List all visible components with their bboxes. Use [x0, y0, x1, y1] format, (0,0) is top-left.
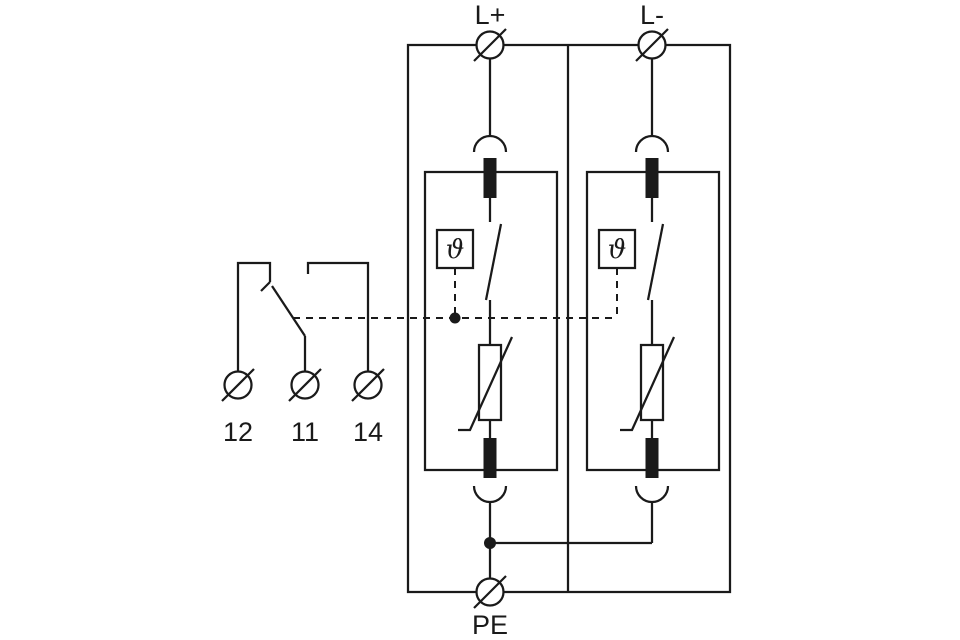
terminal-slash-14 [351, 368, 385, 402]
terminal-l-plus: L+ [473, 0, 507, 62]
terminal-slash-l-plus [473, 28, 507, 62]
terminal-slash-pe [473, 575, 507, 609]
contact-moving-blade [271, 285, 306, 337]
pe-junction-dot [484, 537, 496, 549]
terminal-label-l-minus: L- [640, 0, 664, 30]
terminal-aux-11: 11 [288, 368, 322, 447]
changeover-contact [236, 261, 370, 372]
disconnect-switch-blade-left [484, 223, 503, 301]
protection-path-left: ϑ [423, 59, 559, 578]
contact-branch-12 [236, 261, 272, 372]
varistor-stroke-right [620, 336, 676, 432]
terminal-label-l-plus: L+ [475, 0, 506, 30]
terminal-label-pe: PE [472, 610, 508, 640]
terminal-aux-12: 12 [221, 368, 255, 447]
terminal-label-11: 11 [291, 417, 319, 447]
terminal-pe: PE [472, 575, 508, 640]
terminal-label-14: 14 [353, 417, 383, 447]
terminal-slash-11 [288, 368, 322, 402]
terminal-label-12: 12 [223, 417, 253, 447]
terminal-slash-12 [221, 368, 255, 402]
contact-blade-bottom-right [645, 438, 659, 478]
varistor-stroke-left [458, 336, 514, 432]
plug-contact-top-left [472, 134, 508, 153]
contact-blade-top-right [645, 158, 659, 198]
contact-blade-top-left [483, 158, 497, 198]
protection-path-right: ϑ [490, 59, 721, 545]
terminal-aux-14: 14 [351, 368, 385, 447]
contact-branch-14 [306, 261, 370, 372]
terminal-slash-l-minus [635, 28, 669, 62]
contact-blade-bottom-left [483, 438, 497, 478]
thermal-symbol-left: ϑ [446, 235, 465, 265]
disconnect-switch-blade-right [646, 223, 665, 301]
thermal-symbol-right: ϑ [608, 235, 627, 265]
terminal-l-minus: L- [635, 0, 669, 62]
linkage-junction-dot [449, 312, 461, 324]
fixed-contact-12 [260, 281, 271, 292]
plug-contact-top-right [634, 134, 670, 153]
